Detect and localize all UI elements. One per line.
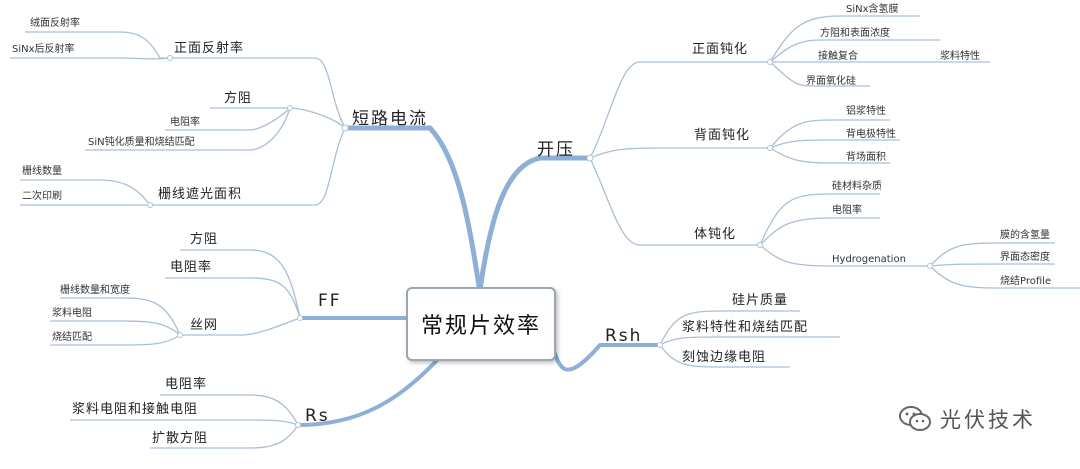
node-sheet-resistance: 方阻 (224, 91, 253, 106)
node-screen: 丝网 (190, 318, 219, 333)
node-bulk-passivation: 体钝化 (694, 227, 737, 242)
leaf-wafer-quality: 硅片质量 (732, 293, 789, 308)
center-node-label: 常规片效率 (420, 314, 541, 339)
leaf-surface-concentration: 方阻和表面浓度 (820, 28, 890, 39)
node-back-passivation: 背面钝化 (694, 128, 751, 143)
node-open-voltage: 开压 (537, 140, 575, 160)
leaf-back-electrode: 背电极特性 (846, 129, 896, 140)
watermark-text: 光伏技术 (940, 408, 1036, 432)
trunk-rs (297, 355, 442, 427)
trunk-short-circuit (345, 125, 483, 293)
leaf-back-field: 背场面积 (846, 152, 886, 163)
node-front-reflectance: 正面反射率 (174, 41, 245, 56)
leaf-resistivity: 电阻率 (170, 117, 200, 128)
leaf-grid-count: 栅线数量 (22, 166, 62, 177)
leaf-contact-recombination: 接触复合 (818, 51, 858, 62)
watermark: 光伏技术 (898, 404, 1036, 434)
leaf-ff-resistivity: 电阻率 (170, 260, 213, 275)
leaf-paste-resistance: 浆料电阻 (52, 308, 92, 319)
leaf-firing-match: 烧结匹配 (52, 332, 92, 343)
node-ff: FF (318, 291, 342, 311)
leaf-hydrogen-content: 膜的含氢量 (1000, 230, 1050, 241)
leaf-grid-width: 栅线数量和宽度 (60, 285, 130, 296)
leaf-sinx-reflectance: SiNx后反射率 (12, 44, 75, 55)
leaf-rs-diffusion: 扩散方阻 (152, 431, 209, 446)
leaf-texture-reflectance: 绒面反射率 (30, 18, 80, 29)
leaf-rsh-paste: 浆料特性和烧结匹配 (682, 320, 809, 335)
node-short-circuit: 短路电流 (352, 109, 428, 129)
leaf-interface-oxide: 界面氧化硅 (806, 76, 856, 87)
leaf-ff-sheet-resistance: 方阻 (190, 232, 219, 247)
leaf-hydrogenation: Hydrogenation (832, 254, 906, 265)
node-grid-shading: 栅线遮光面积 (158, 187, 243, 202)
leaf-rs-resistivity: 电阻率 (165, 377, 208, 392)
leaf-sinx-film: SiNx含氢膜 (846, 4, 899, 15)
leaf-sin-passivation: SiN钝化质量和烧结匹配 (88, 137, 195, 148)
leaf-rs-contact: 浆料电阻和接触电阻 (72, 402, 199, 417)
node-rs: Rs (305, 406, 330, 426)
leaf-si-impurity: 硅材料杂质 (832, 181, 882, 192)
leaf-firing-profile: 烧结Profile (1000, 276, 1052, 287)
leaf-edge-resistance: 刻蚀边缘电阻 (682, 350, 767, 365)
node-rsh: Rsh (605, 326, 643, 346)
trunk-open-voltage (477, 155, 590, 291)
center-node: 常规片效率 (406, 287, 556, 361)
leaf-interface-density: 界面态密度 (1000, 252, 1050, 263)
trunk-rsh (550, 343, 660, 372)
leaf-al-paste: 铝浆特性 (846, 106, 886, 117)
leaf-bulk-resistivity: 电阻率 (832, 205, 862, 216)
wechat-icon (899, 406, 931, 431)
leaf-second-print: 二次印刷 (22, 191, 62, 202)
leaf-paste-property: 浆料特性 (940, 51, 980, 62)
node-front-passivation: 正面钝化 (692, 42, 749, 57)
